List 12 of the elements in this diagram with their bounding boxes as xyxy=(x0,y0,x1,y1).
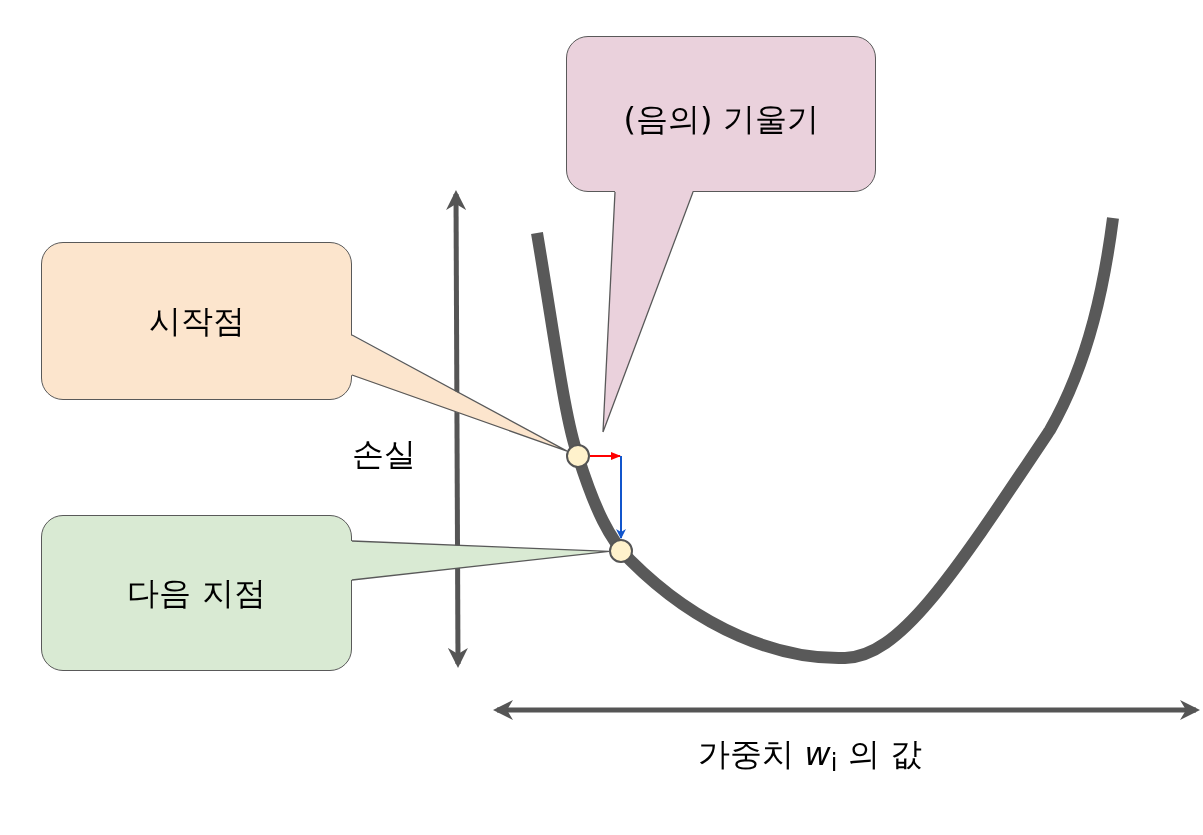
axis-label: 손실 xyxy=(352,434,416,474)
point-marker xyxy=(566,444,590,468)
callout-text: (음의) 기울기 xyxy=(623,99,819,139)
callout-text: 다음 지점 xyxy=(127,573,266,613)
callout-box xyxy=(41,242,352,400)
callout-pointer xyxy=(351,540,610,581)
point-marker xyxy=(609,539,633,563)
callout-text: 시작점 xyxy=(148,301,245,341)
callout-box xyxy=(41,515,352,671)
axis-label: 가중치 w$_{i}$ 의 값 xyxy=(697,734,923,774)
callout-pointer xyxy=(602,191,694,433)
callout-pointer xyxy=(351,334,568,452)
